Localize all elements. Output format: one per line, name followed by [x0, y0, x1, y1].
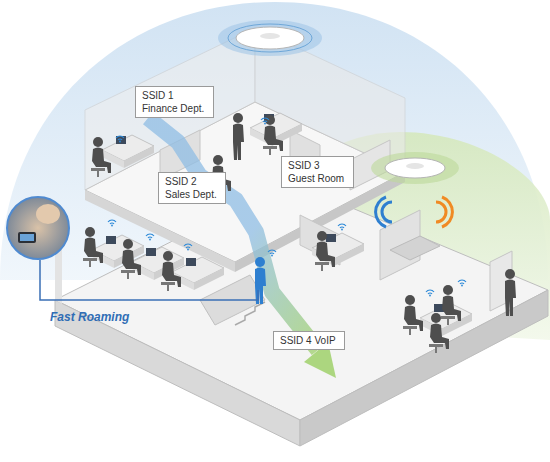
ssid-label-box: SSID 2Sales Dept. [158, 172, 226, 204]
ssid-group: Finance Dept. [142, 102, 207, 115]
ssid-name: SSID 1 [142, 89, 207, 102]
ssid-group: Sales Dept. [165, 188, 219, 201]
roaming-user [255, 257, 266, 304]
building [55, 28, 548, 446]
ssid-label-box: SSID 1Finance Dept. [135, 86, 214, 118]
ssid-name: SSID 3 [288, 159, 347, 172]
access-points [218, 20, 459, 227]
ssid-group: Guest Room [288, 172, 347, 185]
furniture [92, 113, 472, 336]
ssid-name: SSID 4 VoIP [280, 334, 338, 347]
feature-label: Fast Roaming [50, 310, 129, 324]
ssid-label-box: SSID 3Guest Room [281, 156, 354, 188]
ssid-label-box: SSID 4 VoIP [273, 331, 345, 350]
ssid-name: SSID 2 [165, 175, 219, 188]
roaming-bracket [40, 260, 258, 300]
wifi-icons [108, 118, 466, 296]
phone-inset [7, 197, 69, 259]
people [83, 113, 516, 353]
